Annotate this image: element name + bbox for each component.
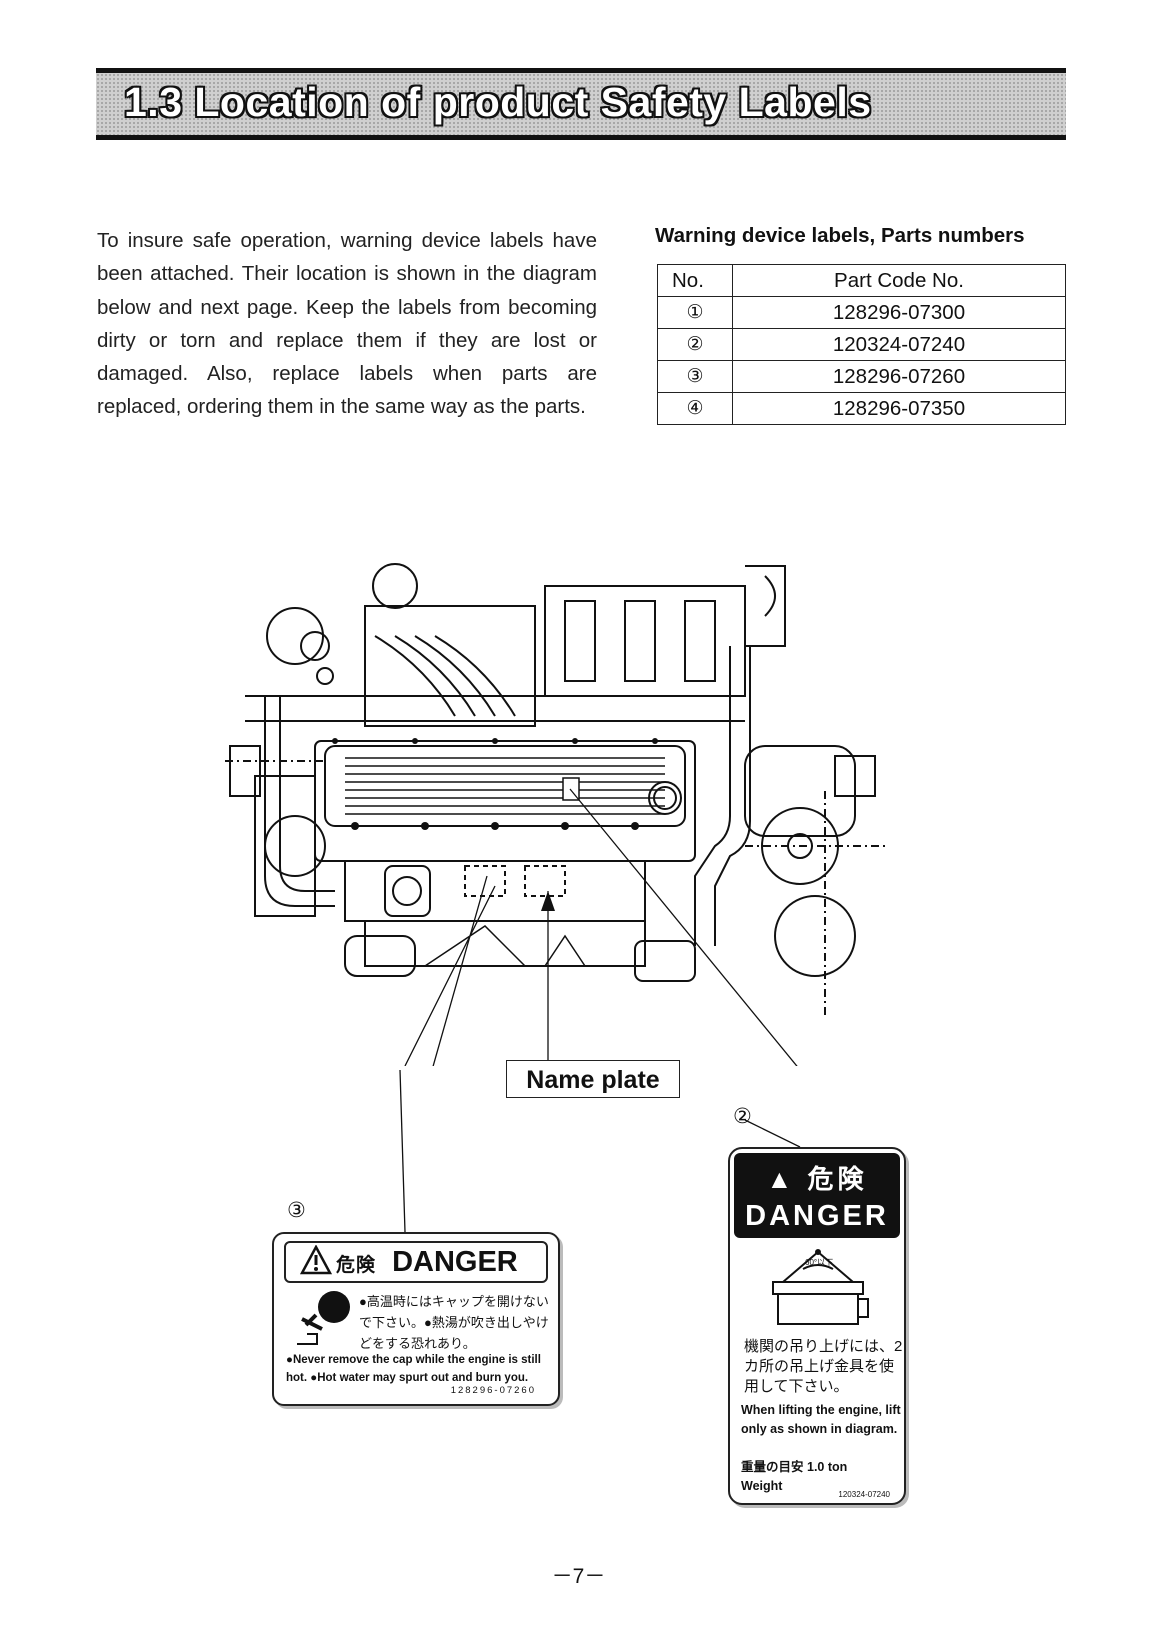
name-plate-label: Name plate [506,1060,680,1098]
label2-jp-text: 機関の吊り上げには、2カ所の吊上げ金具を使用して下さい。 [744,1338,903,1395]
label2-en-text: When lifting the engine, lift only as sh… [741,1403,901,1436]
label2-header: ▲ 危険 DANGER [734,1153,900,1238]
label2-weight: 重量の目安 1.0 ton Weight [741,1458,847,1496]
row-part-code: 120324-07240 [732,328,1066,361]
section-title-band: 1.3 Location of product Safety Labels [96,68,1066,140]
table-row: ② 120324-07240 [657,328,1066,361]
label3-jp-text: ●高温時にはキャップを開けないで下さい。●熱湯が吹き出しやけどをする恐れあり。 [359,1294,549,1351]
label2-weight-value: 1.0 ton [807,1460,848,1474]
label3-part-code: 128296-07260 [450,1385,536,1396]
lifting-engine-icon [772,1249,869,1325]
label2-head-en: DANGER [745,1200,889,1232]
label2-weight-jp: 重量の目安 [741,1460,804,1474]
label3-header: 危険 DANGER [284,1241,548,1283]
label2-part-code: 120324-07240 [838,1490,890,1499]
page-number: －7－ [551,1565,606,1588]
safety-label-3: 危険 DANGER ●高温時にはキャップを開けないで下さい。●熱湯が吹き出しやけ… [272,1232,560,1406]
engine-diagram [225,563,885,1066]
label3-head-jp: 危険 [336,1255,377,1276]
row-no: ③ [657,360,733,393]
table-row: ① 128296-07300 [657,296,1066,329]
section-title: 1.3 Location of product Safety Labels [124,79,872,125]
warning-triangle-icon: ▲ [766,1164,797,1194]
callout-3: ③ [287,1199,306,1222]
table-row: ④ 128296-07350 [657,392,1066,425]
safety-label-2: ▲ 危険 DANGER 60°以下 機関の吊り上げには、2カ所の吊上げ金具を使用… [728,1147,906,1505]
col-header-part-code: Part Code No. [732,264,1066,297]
intro-paragraph: To insure safe operation, warning device… [97,229,597,419]
label2-head-jp: 危険 [807,1164,868,1194]
parts-table: No. Part Code No. ① 128296-07300 ② 12032… [657,264,1066,425]
label2-angle: 60°以下 [805,1258,834,1267]
label3-en-text: ●Never remove the cap while the engine i… [286,1354,541,1384]
label3-head-en: DANGER [392,1246,518,1278]
callout-2: ② [733,1105,752,1128]
row-no: ④ [657,392,733,425]
row-no: ① [657,296,733,329]
row-part-code: 128296-07300 [732,296,1066,329]
table-header-row: No. Part Code No. [657,264,1066,297]
parts-table-title: Warning device labels, Parts numbers [655,224,1025,247]
label2-weight-en: Weight [741,1479,783,1493]
hot-cap-icon [297,1291,350,1345]
row-part-code: 128296-07350 [732,392,1066,425]
warning-triangle-icon [300,1245,332,1275]
